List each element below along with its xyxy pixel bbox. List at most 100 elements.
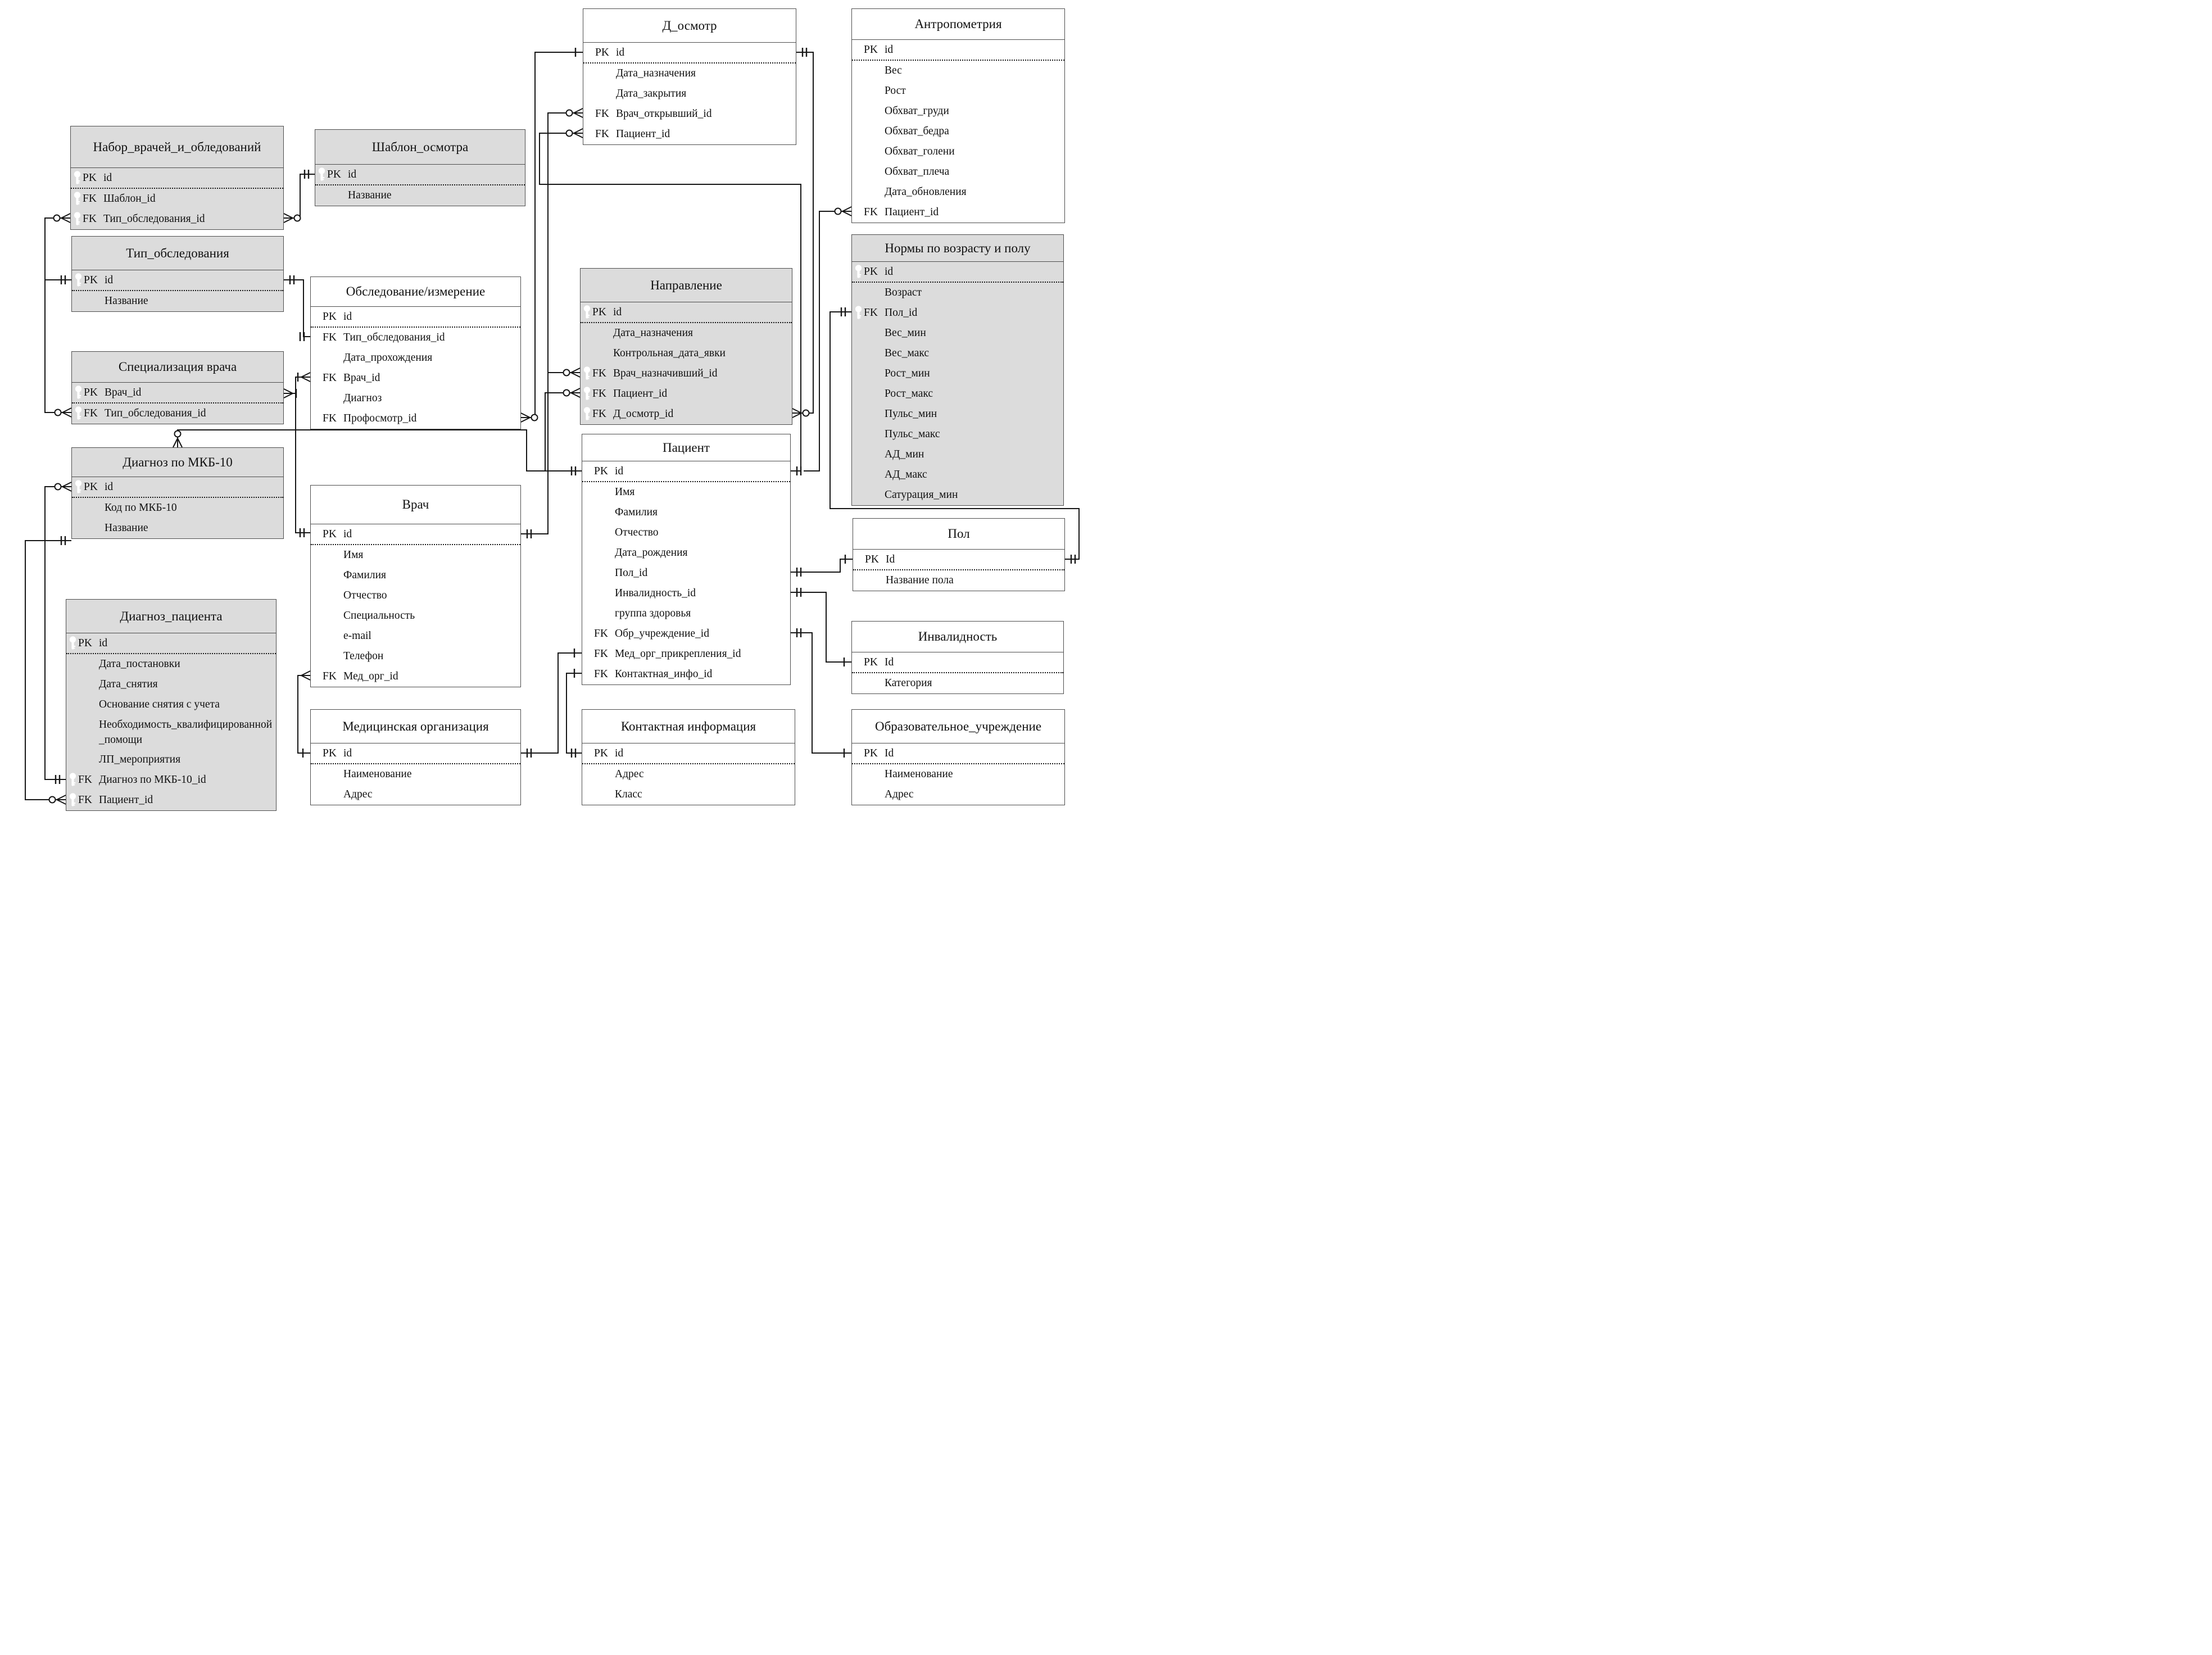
key-icon (75, 386, 82, 399)
relationship-line (566, 673, 582, 754)
key-icon (75, 480, 82, 493)
field-name: id (105, 274, 114, 286)
field-name: Мед_орг_прикрепления_id (615, 648, 741, 660)
field-row: PK id (72, 270, 283, 291)
field-row: Инвалидность_id (582, 583, 790, 604)
field-row: Дата_постановки (66, 654, 276, 674)
field-name: Дата_обновления (885, 186, 967, 198)
field-name: АД_макс (885, 469, 927, 480)
field-name: Адрес (885, 788, 914, 800)
table-title: Врач (402, 497, 429, 511)
field-row: Адрес (852, 785, 1064, 805)
key-type-label: PK (592, 306, 606, 318)
field-row: Рост (852, 81, 1064, 101)
key-type-label: PK (84, 274, 98, 286)
field-name: Телефон (343, 650, 384, 662)
relationship-line (521, 52, 583, 418)
key-type-label: FK (592, 408, 606, 420)
field-name: Имя (343, 549, 364, 561)
field-name: Контактная_инфо_id (615, 668, 713, 680)
field-name: Пациент_id (99, 794, 153, 806)
field-name: id (343, 528, 352, 540)
key-type-label: FK (323, 332, 337, 343)
field-name: Фамилия (343, 569, 386, 581)
relationship-line (791, 632, 851, 754)
field-row: Пульс_мин (852, 404, 1063, 424)
field-name: Название (105, 522, 148, 534)
key-type-label: FK (595, 128, 609, 140)
field-name: Вес (885, 65, 902, 76)
field-name: id (105, 481, 114, 493)
field-row: Название (315, 185, 525, 206)
table-title: Пол (948, 527, 970, 541)
field-name: id (103, 172, 112, 184)
field-name: Наименование (343, 768, 412, 780)
table-title: Нормы по возрасту и полу (885, 241, 1031, 255)
field-row: Категория (852, 673, 1063, 693)
field-row: Отчество (311, 586, 520, 606)
field-name: Необходимость_квалифицированной_помощи (99, 719, 273, 746)
field-row: Фамилия (582, 502, 790, 523)
field-row: Пол_id (582, 563, 790, 583)
table-title: Диагноз по МКБ-10 (123, 455, 233, 469)
field-name: Врач_id (105, 387, 142, 398)
field-name: id (885, 266, 894, 278)
field-name: Вес_мин (885, 327, 926, 339)
field-name: Тип_обследования_id (105, 407, 206, 419)
field-row: Возраст (852, 283, 1063, 303)
field-row: АД_макс (852, 465, 1063, 485)
field-name: Отчество (615, 527, 659, 538)
key-type-label: FK (323, 412, 337, 424)
field-name: id (615, 747, 624, 759)
field-row: Пульс_макс (852, 424, 1063, 445)
table-title: Антропометрия (914, 17, 1002, 31)
key-type-label: PK (84, 481, 98, 493)
field-name: Врач_id (343, 372, 380, 384)
field-name: Пациент_id (885, 206, 939, 218)
field-name: Дата_постановки (99, 658, 180, 670)
field-name: Возраст (885, 287, 922, 298)
key-type-label: PK (864, 656, 878, 668)
field-row: Дата_прохождения (311, 348, 520, 368)
field-row: Класс (582, 785, 795, 805)
relationship-line (791, 592, 851, 663)
field-row: Дата_рождения (582, 543, 790, 563)
field-row: Дата_назначения (583, 64, 796, 84)
field-row: Обхват_бедра (852, 121, 1064, 142)
field-name: Шаблон_id (103, 193, 156, 205)
field-row: Адрес (311, 785, 520, 805)
key-type-label: FK (595, 108, 609, 120)
field-name: Название (348, 189, 392, 201)
relationship-line (284, 279, 310, 337)
field-name: Имя (615, 486, 635, 498)
field-name: Обхват_бедра (885, 125, 949, 137)
field-name: Тип_обследования_id (343, 332, 445, 343)
key-icon (855, 306, 862, 319)
field-row: Вес (852, 61, 1064, 81)
field-name: id (343, 747, 352, 759)
field-name: Id (885, 656, 894, 668)
key-icon (74, 212, 81, 225)
field-row: PK Id (852, 652, 1063, 673)
field-name: Обр_учреждение_id (615, 628, 709, 640)
field-name: Пульс_макс (885, 428, 940, 440)
key-type-label: PK (594, 747, 608, 759)
field-row: Рост_мин (852, 364, 1063, 384)
key-type-label: FK (592, 388, 606, 400)
key-type-label: PK (78, 637, 92, 649)
